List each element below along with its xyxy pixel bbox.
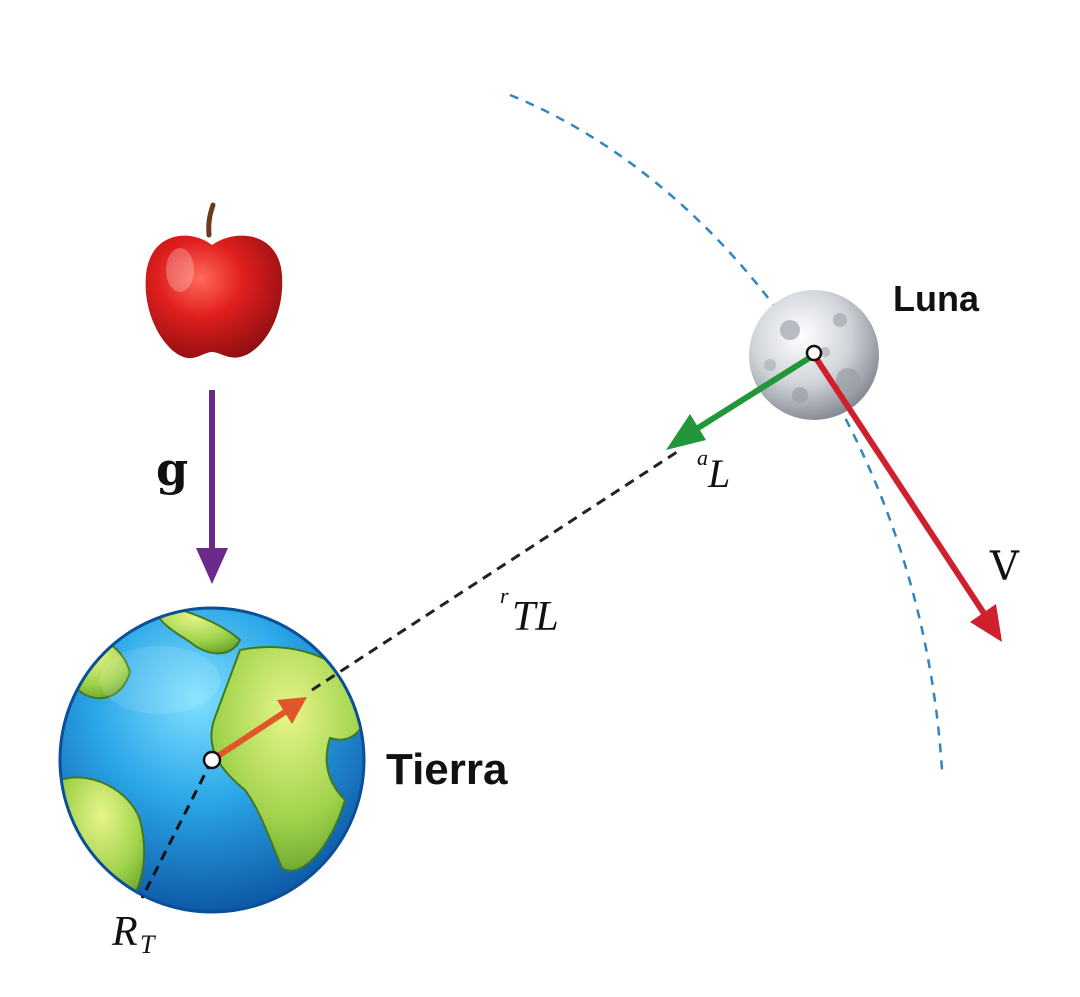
- earth-center-point: [202, 750, 222, 770]
- moon-center-point: [805, 344, 823, 362]
- moon-label: Luna: [893, 278, 980, 319]
- earth-radius-subscript: T: [140, 930, 156, 959]
- moon-accel-label: L: [707, 451, 730, 496]
- moon-orbit-arc: [509, 93, 944, 771]
- velocity-label: V: [989, 544, 1020, 590]
- earth-label: Tierra: [386, 745, 508, 794]
- moon-accel-superscript: a: [697, 445, 708, 470]
- earth-radius-label: R: [111, 909, 138, 955]
- gravity-arrow: [196, 390, 228, 584]
- apple-icon: [145, 202, 283, 359]
- distance-superscript: r: [500, 583, 509, 608]
- velocity-arrow: [811, 353, 1002, 642]
- earth-radius-line: [140, 759, 214, 899]
- distance-label: TL: [512, 594, 559, 640]
- moon-acceleration-arrow: [666, 352, 816, 450]
- earth-moon-distance-line: [311, 448, 681, 692]
- earth-radius-arrow: [210, 697, 307, 763]
- gravity-label: g: [156, 442, 188, 496]
